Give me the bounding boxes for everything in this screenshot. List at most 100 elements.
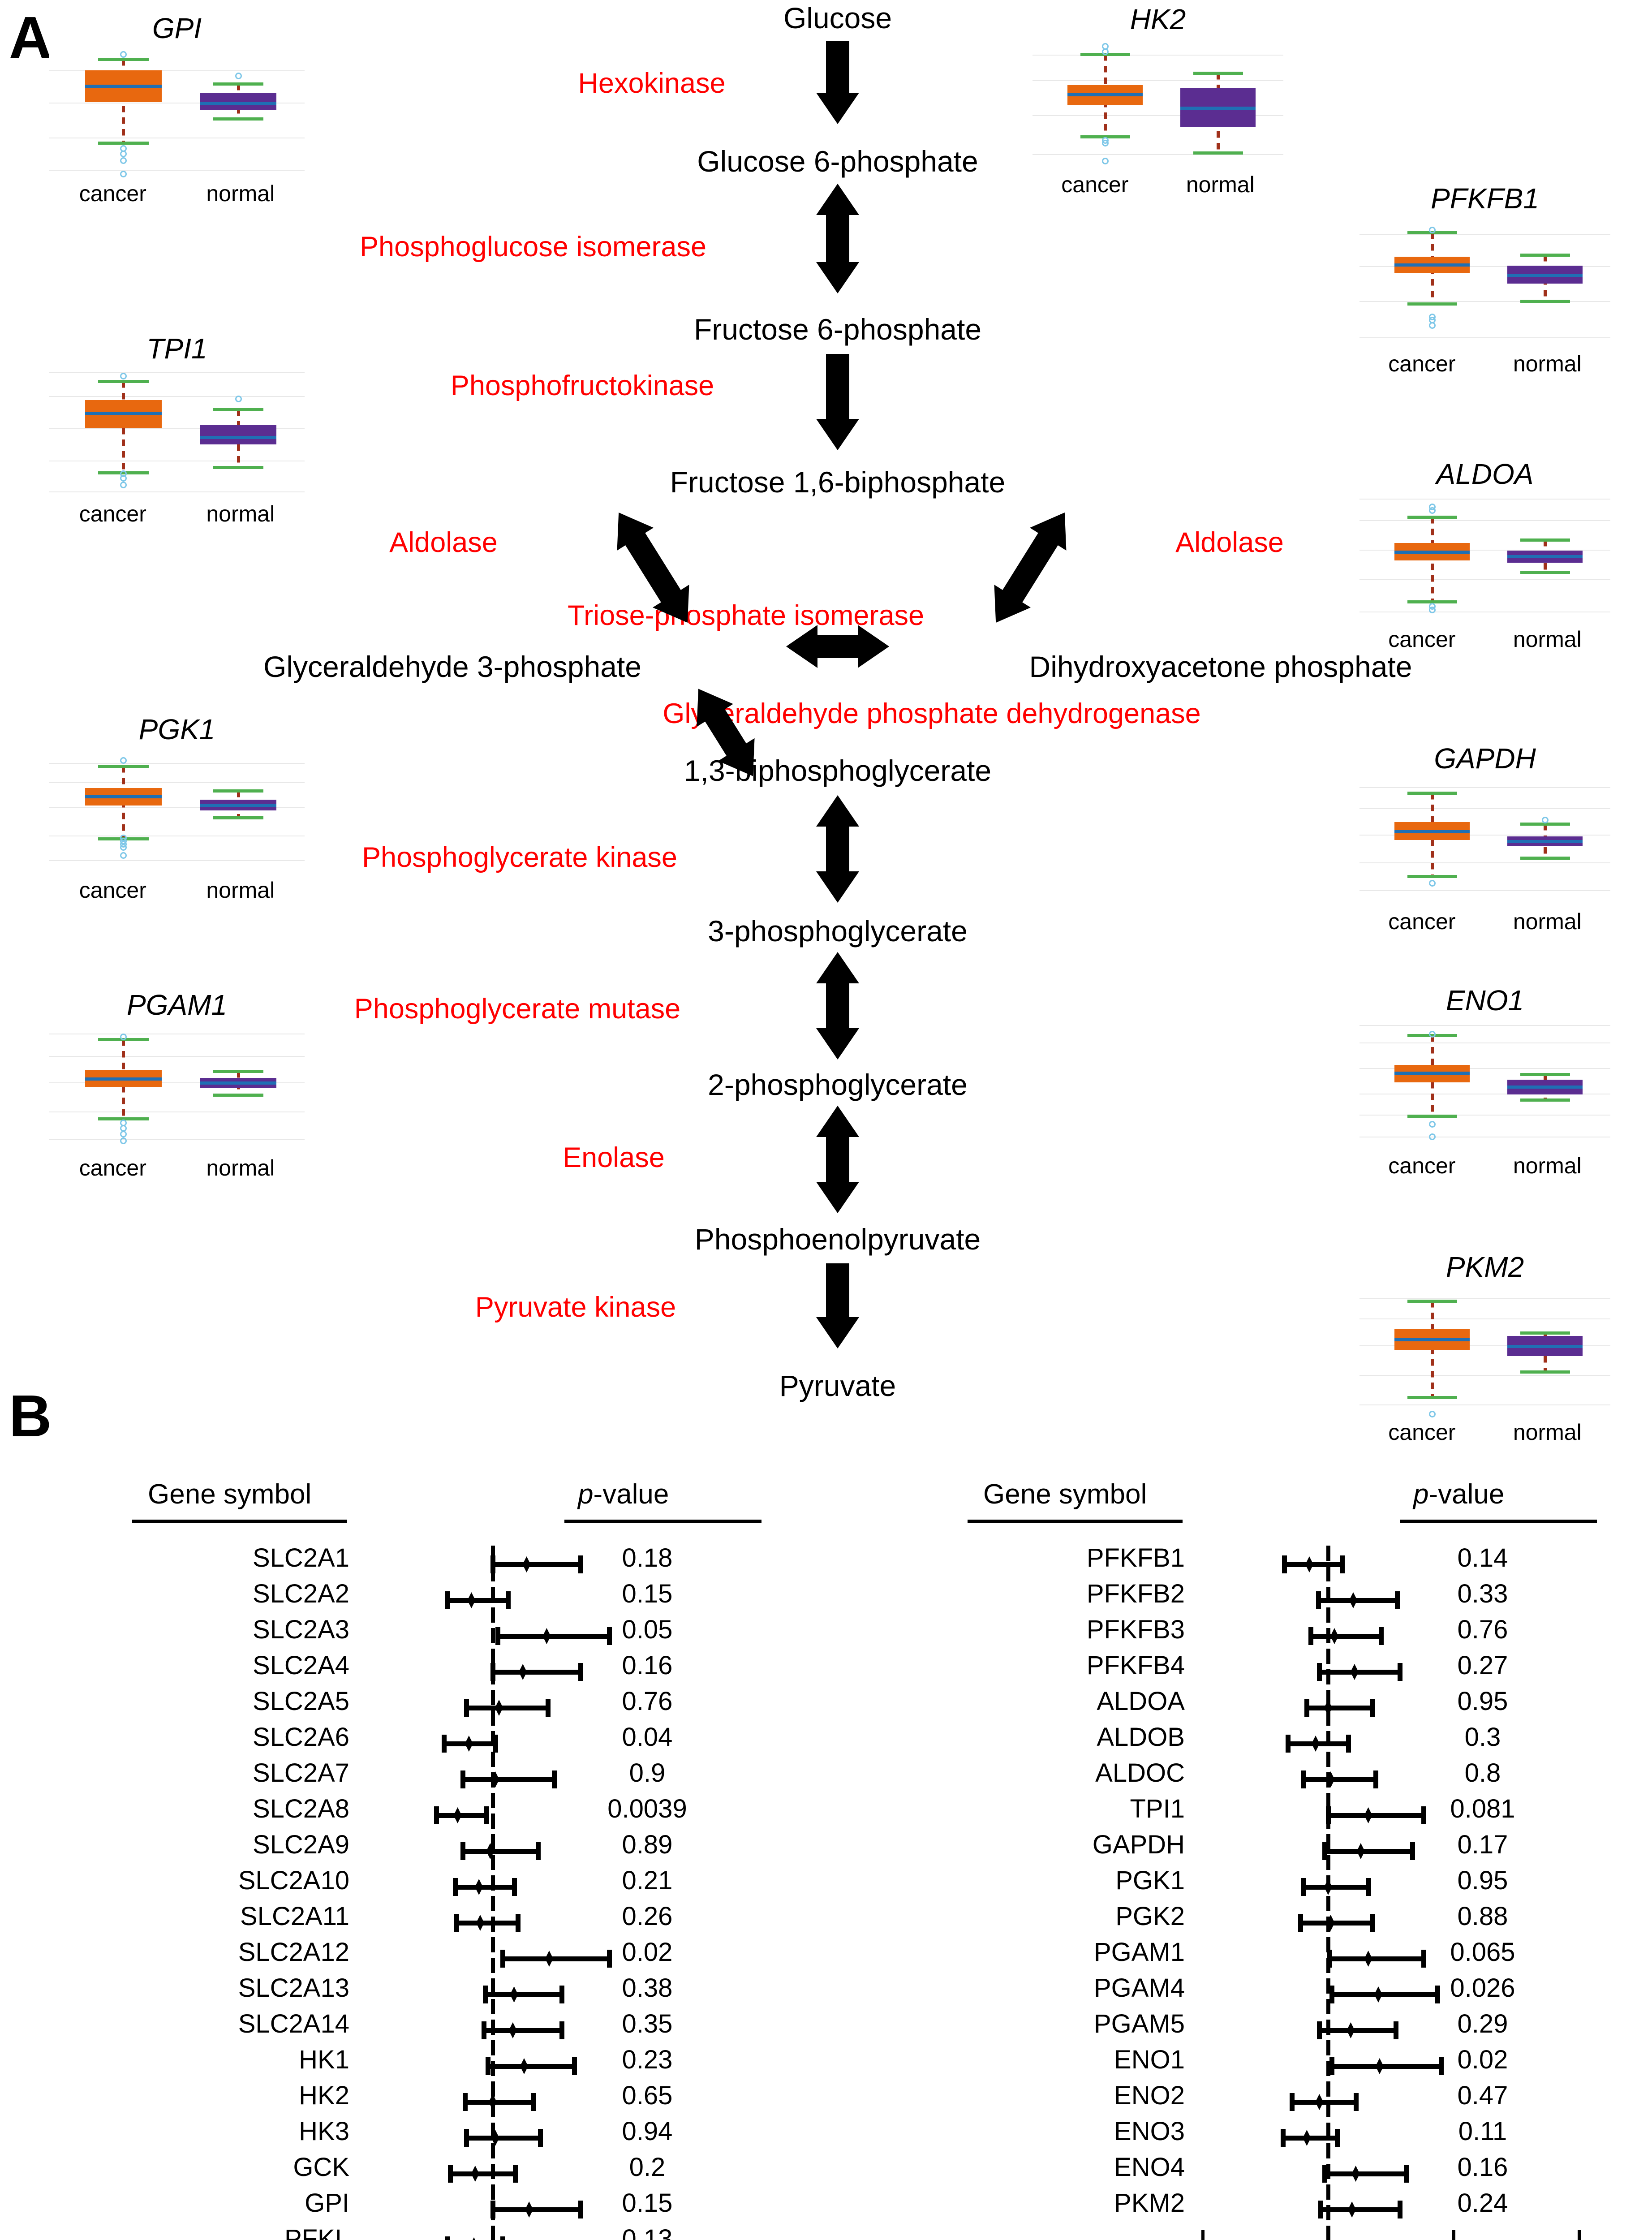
p-value-cell: 0.21 xyxy=(622,1866,673,1895)
p-value-cell: 0.3 xyxy=(1464,1723,1501,1752)
p-value-cell: 0.94 xyxy=(622,2117,673,2146)
gene-symbol-cell: PKM2 xyxy=(1114,2188,1185,2218)
arrow-pep-to-pyruvate xyxy=(816,1263,859,1348)
ci-cap-lower xyxy=(1298,1914,1304,1932)
boxplot-median xyxy=(200,804,277,807)
gene-symbol-cell: GCK xyxy=(293,2153,349,2182)
metabolite-glucose: Glucose xyxy=(783,1,892,34)
boxplot-median xyxy=(1394,1071,1470,1075)
confidence-interval-bar xyxy=(1303,1777,1376,1782)
boxplot-axis-label-cancer: cancer xyxy=(79,501,146,527)
boxplot-outlier xyxy=(120,834,127,841)
boxplot-whisker-cap xyxy=(1520,253,1570,257)
confidence-interval-bar xyxy=(455,1885,514,1890)
gridline xyxy=(1359,1375,1610,1376)
hazard-ratio-point-estimate xyxy=(1351,2166,1360,2182)
gene-symbol-cell: ALDOA xyxy=(1097,1687,1185,1716)
gene-symbol-cell: SLC2A5 xyxy=(252,1687,349,1716)
gene-symbol-cell: HK3 xyxy=(299,2117,349,2146)
hazard-ratio-point-estimate xyxy=(476,1915,484,1931)
boxplot-outlier xyxy=(120,852,127,859)
p-value-cell: 0.38 xyxy=(622,1973,673,2003)
gridline xyxy=(49,1055,305,1057)
ci-cap-upper xyxy=(578,2201,583,2218)
boxplot-whisker-cap xyxy=(1407,600,1457,603)
p-value-cell: 0.26 xyxy=(622,1902,673,1931)
ci-cap-lower xyxy=(453,1878,458,1896)
boxplot-box-normal xyxy=(200,92,277,110)
ci-cap-upper xyxy=(1395,1591,1400,1609)
boxplot-whisker-cap xyxy=(1520,823,1570,826)
p-value-cell: 0.24 xyxy=(1457,2188,1508,2218)
boxplot-median xyxy=(1507,273,1583,277)
gridline xyxy=(1032,55,1283,56)
boxplot-median xyxy=(85,795,162,799)
hazard-ratio-point-estimate xyxy=(1326,1915,1335,1931)
metabolite-2-phosphoglycerate: 2-phosphoglycerate xyxy=(708,1068,968,1101)
boxplot-median xyxy=(1394,263,1470,267)
boxplot-outlier xyxy=(1429,879,1436,887)
boxplot-whisker-cap xyxy=(98,57,149,61)
boxplot-axis-label-cancer: cancer xyxy=(79,181,146,207)
gridline xyxy=(49,428,305,430)
ci-cap-upper xyxy=(1421,1950,1426,1968)
ci-cap-upper xyxy=(1366,1878,1371,1896)
boxplot-outlier xyxy=(120,1119,127,1126)
gridline xyxy=(1359,1042,1610,1044)
confidence-interval-bar xyxy=(1329,1956,1424,1961)
ci-cap-lower xyxy=(1322,1842,1327,1860)
gene-symbol-cell: PGAM4 xyxy=(1093,1973,1185,2003)
gridline xyxy=(49,372,305,373)
metabolite-dihydroxyacetone-phosphate: Dihydroxyacetone phosphate xyxy=(1029,650,1412,683)
boxplot-whisker-cap xyxy=(1520,1370,1570,1374)
boxplot-axis-label-normal: normal xyxy=(206,1155,275,1181)
gridline xyxy=(49,762,305,764)
hazard-ratio-point-estimate xyxy=(1364,1951,1372,1967)
ci-cap-lower xyxy=(441,1735,447,1753)
boxplot-median xyxy=(1507,555,1583,559)
hazard-ratio-point-estimate xyxy=(1374,1986,1382,2003)
boxplot-median xyxy=(1067,93,1143,96)
boxplot-whisker-cap xyxy=(213,1093,264,1097)
hazard-ratio-point-estimate xyxy=(491,1771,499,1788)
hazard-ratio-point-estimate xyxy=(453,1807,462,1823)
ci-cap-upper xyxy=(1421,1806,1426,1824)
boxplot-axis-label-cancer: cancer xyxy=(1061,172,1129,198)
boxplot-outlier xyxy=(120,470,127,477)
gridline xyxy=(1032,80,1283,82)
boxplot-axis-label-normal: normal xyxy=(1513,627,1582,652)
gridline xyxy=(1359,579,1610,581)
gridline xyxy=(1359,808,1610,809)
gene-symbol-cell: PGK2 xyxy=(1115,1902,1185,1931)
boxplot-outlier xyxy=(120,171,127,178)
boxplot-axis-label-cancer: cancer xyxy=(1388,909,1456,935)
enzyme-label-enolase: Enolase xyxy=(563,1142,665,1173)
p-value-cell: 0.95 xyxy=(1457,1687,1508,1716)
boxplot-whisker-cap xyxy=(1407,791,1457,795)
ci-cap-lower xyxy=(1286,1735,1291,1753)
column-header-p-value: p-value xyxy=(578,1478,669,1510)
gene-symbol-cell: PFKL xyxy=(284,2224,349,2240)
gene-symbol-cell: PGK1 xyxy=(1115,1866,1185,1895)
confidence-interval-bar xyxy=(487,2064,574,2069)
arrow-g3p-to-13bpg xyxy=(680,677,771,788)
boxplot-outlier xyxy=(235,73,242,80)
gridline xyxy=(1359,1318,1610,1320)
reference-line-hr-1 xyxy=(491,1546,495,2240)
enzyme-label-phosphoglycerate-mutase: Phosphoglycerate mutase xyxy=(354,993,681,1025)
ci-cap-upper xyxy=(535,1842,541,1860)
hazard-ratio-point-estimate xyxy=(525,2201,533,2218)
gene-symbol-cell: SLC2A4 xyxy=(252,1651,349,1680)
p-value-cell: 0.89 xyxy=(622,1830,673,1859)
boxplot-whisker-cap xyxy=(1407,874,1457,878)
ci-cap-upper xyxy=(607,1627,612,1645)
p-value-cell: 0.02 xyxy=(1457,2045,1508,2074)
ci-cap-lower xyxy=(445,2236,451,2240)
ci-cap-lower xyxy=(464,1699,469,1717)
